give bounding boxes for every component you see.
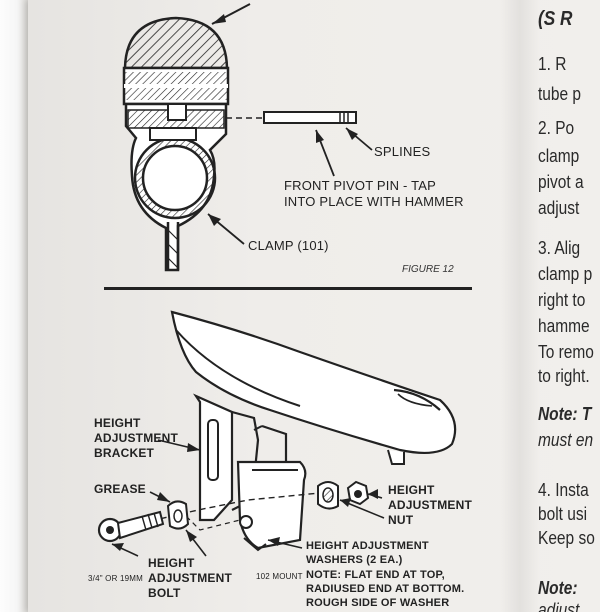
label-bracket-3: BRACKET <box>94 446 155 460</box>
note-1-line-1: Note: T <box>538 404 592 424</box>
step-2-line-4: adjust <box>538 198 580 218</box>
label-bolt-3: BOLT <box>148 586 181 600</box>
label-bracket-2: ADJUSTMENT <box>94 431 179 445</box>
label-note-1: NOTE: FLAT END AT TOP, <box>306 569 445 581</box>
figure-12-drawing <box>122 3 373 272</box>
instructions-column: (S R 1. R tube p 2. Po clamp pivot a adj… <box>538 0 600 612</box>
front-pivot-pin <box>263 111 357 124</box>
label-bolt-1: HEIGHT <box>148 556 195 570</box>
label-bolt-2: ADJUSTMENT <box>148 571 233 585</box>
height-adjustment-drawing <box>97 310 457 557</box>
height-adjustment-bolt <box>97 510 165 543</box>
note-1-line-2: must en <box>538 430 594 450</box>
section-divider <box>104 287 472 290</box>
washer-left <box>166 500 190 530</box>
label-washers-1: HEIGHT ADJUSTMENT <box>306 540 429 552</box>
mount-block <box>236 460 307 550</box>
label-washers-2: WASHERS (2 EA.) <box>306 554 403 566</box>
step-2-line-3: pivot a <box>538 172 584 192</box>
step-3-line-6: to right. <box>538 366 590 386</box>
label-nut-1: HEIGHT <box>388 483 435 497</box>
label-clamp: CLAMP (101) <box>248 238 329 253</box>
previous-page-edge <box>0 0 28 612</box>
label-nut-3: NUT <box>388 513 414 527</box>
step-4-line-3: Keep so <box>538 528 595 548</box>
step-2-line-1: 2. Po <box>538 118 575 138</box>
step-4-line-2: bolt usi <box>538 504 588 524</box>
step-2-line-2: clamp <box>538 146 580 166</box>
label-note-2: RADIUSED END AT BOTTOM. <box>306 583 465 595</box>
page-gutter-shadow <box>500 0 540 612</box>
label-front-pivot-pin-1: FRONT PIVOT PIN - TAP <box>284 178 437 193</box>
step-3-line-1: 3. Alig <box>538 238 581 258</box>
label-splines: SPLINES <box>374 144 431 159</box>
step-3-line-2: clamp p <box>538 264 593 284</box>
step-1-line-1: 1. R <box>538 54 567 74</box>
label-mount: 102 MOUNT <box>256 572 303 581</box>
label-bracket-1: HEIGHT <box>94 416 141 430</box>
height-adjustment-nut <box>346 480 370 506</box>
washer-right <box>317 481 339 510</box>
note-2-line-2: adjust <box>538 600 580 612</box>
step-3-line-4: hamme <box>538 316 590 336</box>
label-note-3: ROUGH SIDE OF WASHER <box>306 597 450 609</box>
armrest-pad <box>170 310 457 455</box>
figure-caption: FIGURE 12 <box>402 264 454 275</box>
instructions-heading: (S R <box>538 8 573 30</box>
step-4-line-1: 4. Insta <box>538 480 589 500</box>
label-grease: GREASE <box>94 482 146 496</box>
seat-cushion-cap <box>123 16 229 70</box>
label-size: 3/4" OR 19MM <box>88 574 144 583</box>
step-1-line-2: tube p <box>538 84 582 104</box>
step-3-line-3: right to <box>538 290 586 310</box>
label-nut-2: ADJUSTMENT <box>388 498 473 512</box>
step-3-line-5: To remo <box>538 342 594 362</box>
note-2-line-1: Note: <box>538 578 578 598</box>
label-front-pivot-pin-2: INTO PLACE WITH HAMMER <box>284 194 464 209</box>
